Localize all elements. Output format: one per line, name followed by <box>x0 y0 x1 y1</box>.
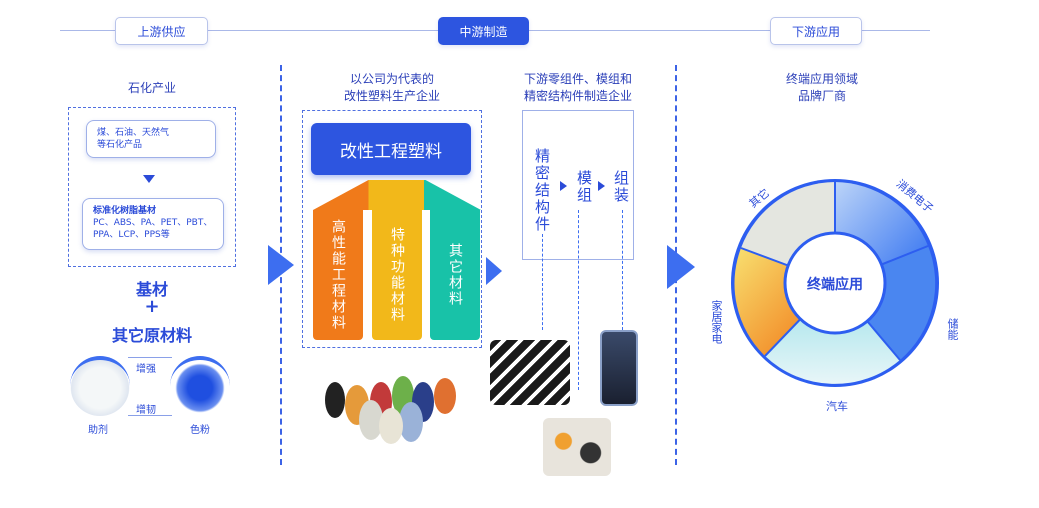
step-assembly: 组装 <box>612 170 630 204</box>
column-high-performance: 高性能工程材料 <box>313 210 363 340</box>
arrow-right-icon <box>128 415 172 416</box>
step-precision-parts: 精密结构件 <box>533 148 551 233</box>
down-arrow-icon <box>143 175 155 183</box>
chevron-right-icon <box>667 245 695 289</box>
stage-downstream: 下游应用 <box>770 17 862 45</box>
stage-upstream: 上游供应 <box>115 17 208 45</box>
title-line: 以公司为代表的 <box>349 72 434 86</box>
toughen-label: 增韧 <box>136 405 156 416</box>
resin-line: PPA、LCP、PPS等 <box>93 230 170 240</box>
arrow-icon <box>560 181 567 191</box>
flow-line <box>542 234 543 330</box>
base-label: 基材 <box>135 280 168 299</box>
resin-card: 标准化树脂基材 PC、ABS、PA、PET、PBT、 PPA、LCP、PPS等 <box>82 198 224 250</box>
flow-line <box>622 210 623 330</box>
flow-line <box>578 210 579 390</box>
title-line: 终端应用领域 <box>785 72 858 86</box>
phone-image <box>600 330 638 406</box>
petro-line: 等石化产品 <box>97 140 143 150</box>
title-line: 精密结构件制造企业 <box>523 89 632 103</box>
title-line: 下游零组件、模组和 <box>523 72 632 86</box>
pigment-image <box>170 356 230 416</box>
label-home-appliances: 家居家电 <box>710 300 723 344</box>
parts-image <box>490 340 570 405</box>
other-materials-label: 其它原材料 <box>111 326 192 345</box>
step-module: 模组 <box>575 170 593 204</box>
upstream-box <box>68 107 236 267</box>
modified-plastics-block: 改性工程塑料 <box>311 123 471 175</box>
upstream-title: 石化产业 <box>127 81 176 95</box>
additive-label: 助剂 <box>88 425 108 436</box>
plus-icon: + <box>144 296 160 317</box>
pigment-label: 色粉 <box>190 425 210 436</box>
title-line: 改性塑料生产企业 <box>343 89 440 103</box>
petro-card: 煤、石油、天然气 等石化产品 <box>86 120 216 158</box>
chevron-right-icon <box>486 257 502 285</box>
additive-image <box>70 356 130 416</box>
chevron-right-icon <box>268 245 294 285</box>
application-wheel <box>731 179 939 387</box>
label-automotive: 汽车 <box>826 400 848 413</box>
petro-line: 煤、石油、天然气 <box>97 128 170 138</box>
resin-title: 标准化树脂基材 <box>93 206 157 216</box>
column-special-function: 特种功能材料 <box>372 210 422 340</box>
components-title: 下游零组件、模组和 精密结构件制造企业 <box>512 71 644 105</box>
title-line: 品牌厂商 <box>797 89 846 103</box>
wheel-center-label: 终端应用 <box>807 277 863 293</box>
label-energy-storage: 储能 <box>946 318 959 340</box>
downstream-title: 终端应用领域 品牌厂商 <box>762 71 882 105</box>
midstream-title: 以公司为代表的 改性塑料生产企业 <box>302 71 482 105</box>
arrow-icon <box>598 181 605 191</box>
midstream-box <box>302 110 482 348</box>
pellets-image <box>315 360 463 448</box>
column-other: 其它材料 <box>430 210 480 340</box>
resin-line: PC、ABS、PA、PET、PBT、 <box>93 218 213 228</box>
modules-image <box>543 418 611 476</box>
arrow-left-icon <box>128 357 172 358</box>
stage-midstream: 中游制造 <box>438 17 529 45</box>
enhance-label: 增强 <box>136 364 156 375</box>
